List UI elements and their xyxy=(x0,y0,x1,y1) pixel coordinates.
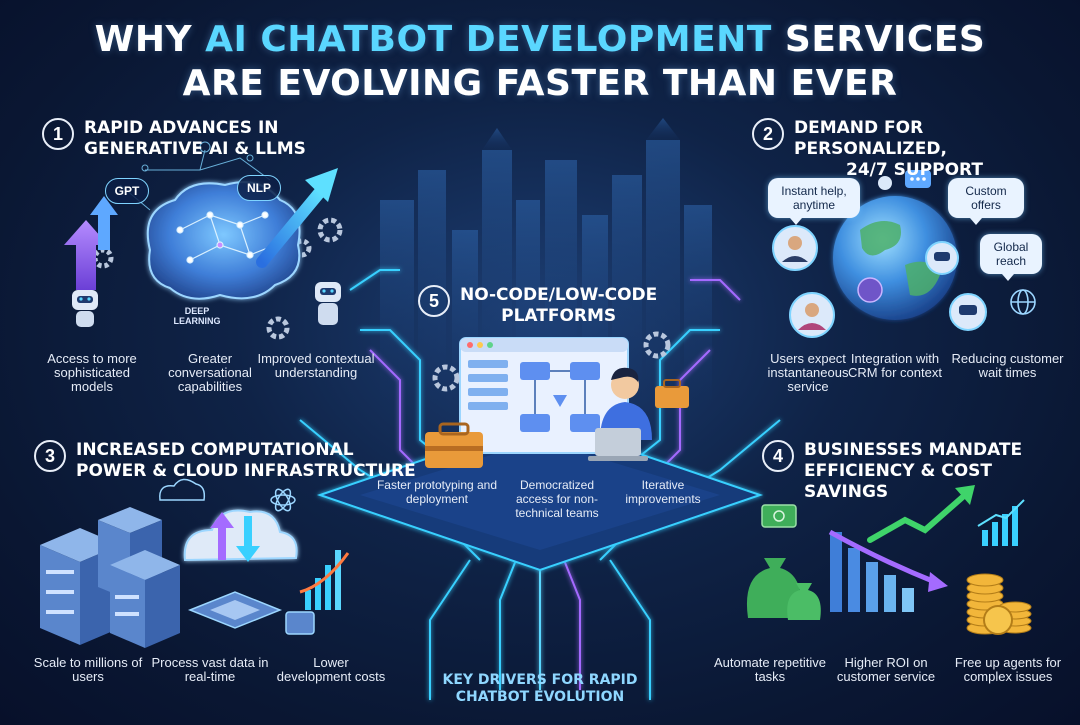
cloud-icon xyxy=(183,509,298,562)
bubble-instant-help: Instant help, anytime xyxy=(768,178,860,225)
robot-icon-right xyxy=(315,282,341,325)
person-icon-2 xyxy=(789,292,835,338)
chat-bubble-icon xyxy=(905,170,931,188)
money-bag-icon xyxy=(746,558,821,620)
coin-stack-icon xyxy=(966,573,1032,635)
section-5-title: NO-CODE/LOW-CODE PLATFORMS xyxy=(460,285,657,327)
bar-chart-icon-s4 xyxy=(977,499,1025,546)
server-icons xyxy=(40,507,180,648)
s3-caption-2: Process vast data in real-time xyxy=(151,655,269,684)
section-4-title: BUSINESSES MANDATE EFFICIENCY & COST SAV… xyxy=(804,440,1080,503)
section-2-number: 2 xyxy=(752,118,784,150)
title-suffix: SERVICES xyxy=(771,19,986,60)
briefcase-icon xyxy=(655,379,689,408)
toolbox-icon xyxy=(425,422,483,468)
gpt-chip: GPT xyxy=(105,178,149,204)
section-5-title-line-2: PLATFORMS xyxy=(501,306,617,326)
section-3-title-line-1: INCREASED COMPUTATIONAL xyxy=(76,440,354,460)
section-4-header: 4 BUSINESSES MANDATE EFFICIENCY & COST S… xyxy=(762,440,1080,503)
s4-caption-1: Automate repetitive tasks xyxy=(713,655,826,684)
deep-learning-label: DEEP LEARNING xyxy=(162,306,232,326)
avatar-small-icon xyxy=(857,176,892,303)
growth-arrow-icon xyxy=(256,168,338,268)
section-5-header: 5 NO-CODE/LOW-CODE PLATFORMS xyxy=(418,285,657,327)
small-cloud-atom-icons xyxy=(159,478,296,512)
title-line-1: WHY AI CHATBOT DEVELOPMENT SERVICES xyxy=(0,18,1080,62)
s2-caption-1: Users expect instantaneous service xyxy=(767,351,849,394)
up-arrow-icon xyxy=(64,196,118,290)
s5-caption-3: Iterative improvements xyxy=(625,478,701,506)
section-1-title-line-1: RAPID ADVANCES IN xyxy=(84,118,279,138)
section-1-number: 1 xyxy=(42,118,74,150)
s1-caption-2: Greater conversational capabilities xyxy=(168,351,252,394)
s2-caption-2: Integration with CRM for context xyxy=(848,351,942,380)
section-2-title: DEMAND FOR PERSONALIZED, 24/7 SUPPORT xyxy=(794,118,1080,181)
title-prefix: WHY xyxy=(94,19,206,60)
section-4-title-line-1: BUSINESSES MANDATE xyxy=(804,440,1023,460)
section-3-number: 3 xyxy=(34,440,66,472)
footer-line-2: CHATBOT EVOLUTION xyxy=(455,689,625,705)
title-line-2: ARE EVOLVING FASTER THAN EVER xyxy=(182,63,898,104)
section-1-title-line-2: GENERATIVE AI & LLMS xyxy=(84,139,306,159)
dashboard-window-icon xyxy=(459,337,629,454)
deep-learning-label-line-2: LEARNING xyxy=(173,316,221,326)
brain-icon xyxy=(146,181,301,300)
robot-icon-globe xyxy=(925,241,959,275)
section-5-number: 5 xyxy=(418,285,450,317)
section-3-header: 3 INCREASED COMPUTATIONAL POWER & CLOUD … xyxy=(34,440,416,482)
s5-caption-2: Democratized access for non-technical te… xyxy=(515,478,599,520)
s1-caption-1: Access to more sophisticated models xyxy=(47,351,137,394)
s4-caption-2: Higher ROI on customer service xyxy=(836,655,936,684)
web-globe-icon xyxy=(1010,289,1036,315)
section-1-header: 1 RAPID ADVANCES IN GENERATIVE AI & LLMS xyxy=(42,118,306,160)
section-3-title-line-2: POWER & CLOUD INFRASTRUCTURE xyxy=(76,461,416,481)
deep-learning-label-line-1: DEEP xyxy=(184,306,210,316)
section-4-number: 4 xyxy=(762,440,794,472)
section-1-title: RAPID ADVANCES IN GENERATIVE AI & LLMS xyxy=(84,118,306,160)
developer-person-icon xyxy=(588,367,652,461)
cpu-chip-small-icon xyxy=(285,611,315,635)
robot-icon-s2 xyxy=(949,293,987,331)
nlp-chip: NLP xyxy=(237,175,281,201)
cash-icon xyxy=(761,504,797,528)
footer-line-1: KEY DRIVERS FOR RAPID xyxy=(442,672,638,688)
bubble-custom-offers: Custom offers xyxy=(948,178,1024,225)
footer-label: KEY DRIVERS FOR RAPID CHATBOT EVOLUTION xyxy=(420,672,660,706)
section-2-header: 2 DEMAND FOR PERSONALIZED, 24/7 SUPPORT xyxy=(752,118,1080,181)
cpu-chip-icon xyxy=(187,591,283,629)
laptop-icon xyxy=(588,428,648,461)
s4-caption-3: Free up agents for complex issues xyxy=(954,655,1062,684)
title-accent: AI CHATBOT DEVELOPMENT xyxy=(205,19,772,60)
s2-caption-3: Reducing customer wait times xyxy=(951,351,1064,380)
s3-caption-3: Lower development costs xyxy=(276,655,386,684)
gear-icons xyxy=(92,217,671,392)
page-title: WHY AI CHATBOT DEVELOPMENT SERVICES ARE … xyxy=(0,18,1080,106)
s5-caption-1: Faster prototyping and deployment xyxy=(376,478,498,506)
bubble-global-reach: Global reach xyxy=(980,234,1042,281)
s3-caption-1: Scale to millions of users xyxy=(33,655,143,684)
person-icon-1 xyxy=(772,225,818,271)
rising-arrow-icon xyxy=(867,485,975,543)
section-3-title: INCREASED COMPUTATIONAL POWER & CLOUD IN… xyxy=(76,440,416,482)
section-2-title-line-1: DEMAND FOR PERSONALIZED, xyxy=(794,118,947,159)
bar-chart-icon-s3 xyxy=(299,550,350,610)
section-5-title-line-1: NO-CODE/LOW-CODE xyxy=(460,285,658,305)
s1-caption-3: Improved contextual understanding xyxy=(257,351,375,380)
declining-bar-chart-icon xyxy=(828,529,948,612)
section-2-title-line-2: 24/7 SUPPORT xyxy=(846,160,983,180)
robot-icon-left xyxy=(72,290,98,327)
section-4-title-line-2: EFFICIENCY & COST SAVINGS xyxy=(804,461,993,502)
